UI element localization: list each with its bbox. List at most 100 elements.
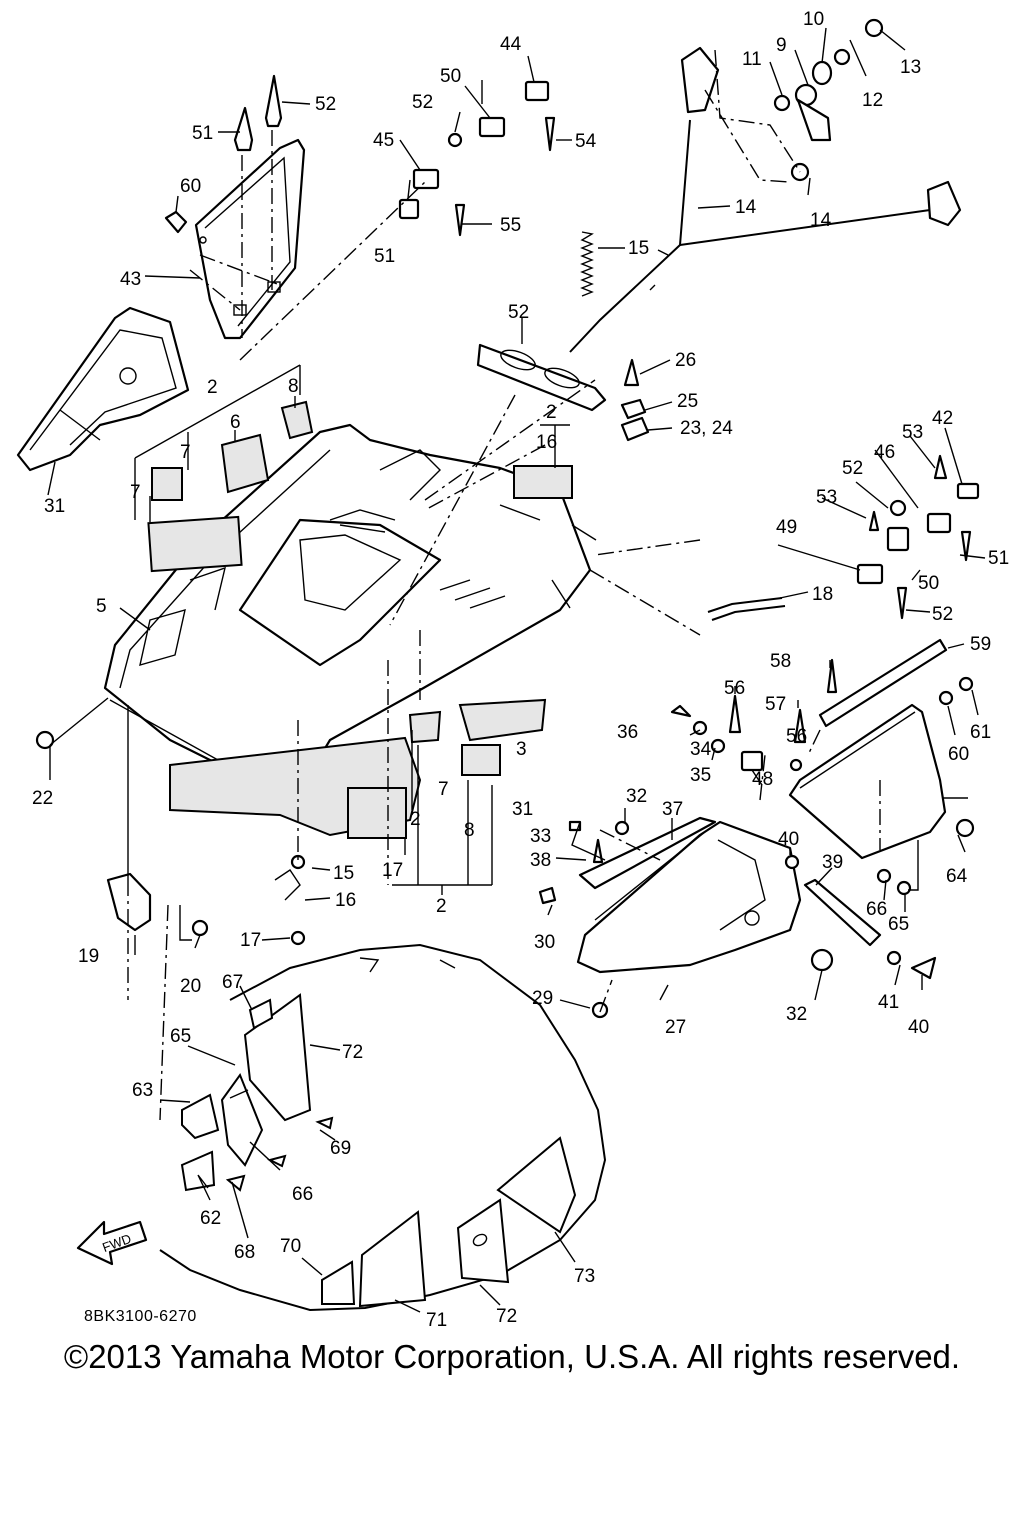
callout-label: 67 — [222, 972, 243, 993]
callout-label: 52 — [412, 92, 433, 113]
reference-lines — [127, 49, 881, 1121]
callouts-c: 67 66 65 72 64 65 63 69 66 62 68 70 71 7… — [132, 972, 595, 1331]
callouts: 10 9 11 13 12 14 14 15 52 26 25 23, 24 4… — [32, 9, 1009, 935]
callout-label: 32 — [786, 1004, 807, 1025]
callout-label: 52 — [508, 302, 529, 323]
callout-label: 63 — [132, 1080, 153, 1101]
leader-lines — [47, 27, 986, 1313]
callout-label: 51 — [988, 548, 1009, 569]
hardware — [35, 18, 980, 1019]
callout-label: 46 — [874, 442, 895, 463]
callout-label: 3 — [516, 739, 527, 760]
callout-label: 66 — [292, 1184, 313, 1205]
callout-label: 18 — [812, 584, 833, 605]
callout-label: 33 — [530, 826, 551, 847]
callout-label: 50 — [918, 573, 939, 594]
callout-label: 50 — [440, 66, 461, 87]
callout-label: 14 — [810, 210, 832, 231]
callout-label: 15 — [333, 863, 354, 884]
callout-label: 70 — [280, 1236, 301, 1257]
callout-label: 27 — [665, 1017, 686, 1038]
callout-label: 60 — [180, 176, 201, 197]
callout-label: 13 — [900, 57, 921, 78]
callout-label: 22 — [32, 788, 53, 809]
callout-label: 40 — [908, 1017, 929, 1038]
clip-59 — [164, 210, 188, 234]
callout-label: 7 — [180, 442, 191, 463]
callout-label: 36 — [617, 722, 638, 743]
callout-label: 12 — [862, 90, 883, 111]
cable-17 — [569, 46, 962, 353]
callout-label: 6 — [230, 412, 241, 433]
spring-18 — [580, 231, 594, 297]
callout-label: 64 — [946, 866, 968, 887]
callout-label: 5 — [96, 596, 107, 617]
callout-label: 53 — [816, 487, 837, 508]
callout-label: 15 — [628, 238, 649, 259]
callout-label: 52 — [842, 458, 863, 479]
callout-label: 40 — [778, 829, 799, 850]
callout-label: 32 — [626, 786, 647, 807]
bracket-23-24 — [106, 872, 152, 932]
callout-label: 25 — [677, 391, 698, 412]
callout-label: 20 — [180, 976, 201, 997]
callout-label: 16 — [536, 432, 557, 453]
callout-label: 55 — [500, 215, 521, 236]
callout-label: 58 — [770, 651, 791, 672]
callout-label: 11 — [742, 49, 762, 70]
callout-label: 56 — [786, 726, 807, 747]
side-panel-46 — [788, 703, 947, 860]
trim-strip-62 — [818, 638, 948, 728]
callout-label: 26 — [675, 350, 696, 371]
callout-label: 45 — [373, 130, 394, 151]
foam-pads — [147, 400, 573, 839]
callout-label: 66 — [866, 899, 887, 920]
callout-label: 31 — [44, 496, 65, 517]
callout-label: 35 — [690, 765, 711, 786]
callout-label: 30 — [534, 932, 555, 953]
callout-label: 17 — [240, 930, 261, 951]
callout-label: 9 — [776, 35, 787, 56]
hull-bottom — [159, 943, 607, 1312]
side-cover-31 — [16, 306, 190, 472]
callout-label: 44 — [500, 34, 522, 55]
callout-label: 48 — [752, 769, 773, 790]
callout-label: 23, 24 — [680, 418, 733, 439]
callout-label: 42 — [932, 408, 953, 429]
copyright-notice: ©2013 Yamaha Motor Corporation, U.S.A. A… — [63, 1338, 961, 1375]
callout-label: 31 — [512, 799, 533, 820]
callout-label: 69 — [330, 1138, 351, 1159]
callout-label: 2 — [207, 377, 218, 398]
callout-label: 39 — [822, 852, 843, 873]
gasket-66 — [476, 343, 607, 412]
callout-label: 43 — [120, 269, 141, 290]
callout-label: 60 — [948, 744, 969, 765]
hull-pads — [180, 993, 577, 1308]
callout-label: 2 — [436, 896, 447, 917]
parts-diagram: FWD — [16, 9, 1009, 1331]
callout-label: 29 — [532, 988, 553, 1009]
callout-label: 57 — [765, 694, 786, 715]
side-panel-47 — [194, 138, 306, 340]
callout-label: 62 — [200, 1208, 221, 1229]
callout-label: 41 — [878, 992, 899, 1013]
callout-label: 51 — [374, 246, 395, 267]
strap-42 — [803, 878, 882, 947]
callout-label: 8 — [464, 820, 475, 841]
callout-label: 7 — [438, 779, 449, 800]
callout-label: 68 — [234, 1242, 255, 1263]
fwd-arrow: FWD — [76, 1220, 148, 1266]
callout-label: 59 — [970, 634, 991, 655]
callout-label: 65 — [888, 914, 909, 935]
callout-label: 65 — [170, 1026, 191, 1047]
callout-label: 10 — [803, 9, 824, 30]
callout-label: 72 — [342, 1042, 363, 1063]
callout-label: 53 — [902, 422, 923, 443]
storage-box-30 — [576, 816, 802, 974]
callout-label: 56 — [724, 678, 745, 699]
callout-label: 71 — [426, 1310, 447, 1331]
callout-label: 2 — [410, 809, 421, 830]
drawing-code: 8BK3100-6270 — [84, 1308, 197, 1325]
callout-label: 52 — [315, 94, 336, 115]
callout-label: 73 — [574, 1266, 595, 1287]
